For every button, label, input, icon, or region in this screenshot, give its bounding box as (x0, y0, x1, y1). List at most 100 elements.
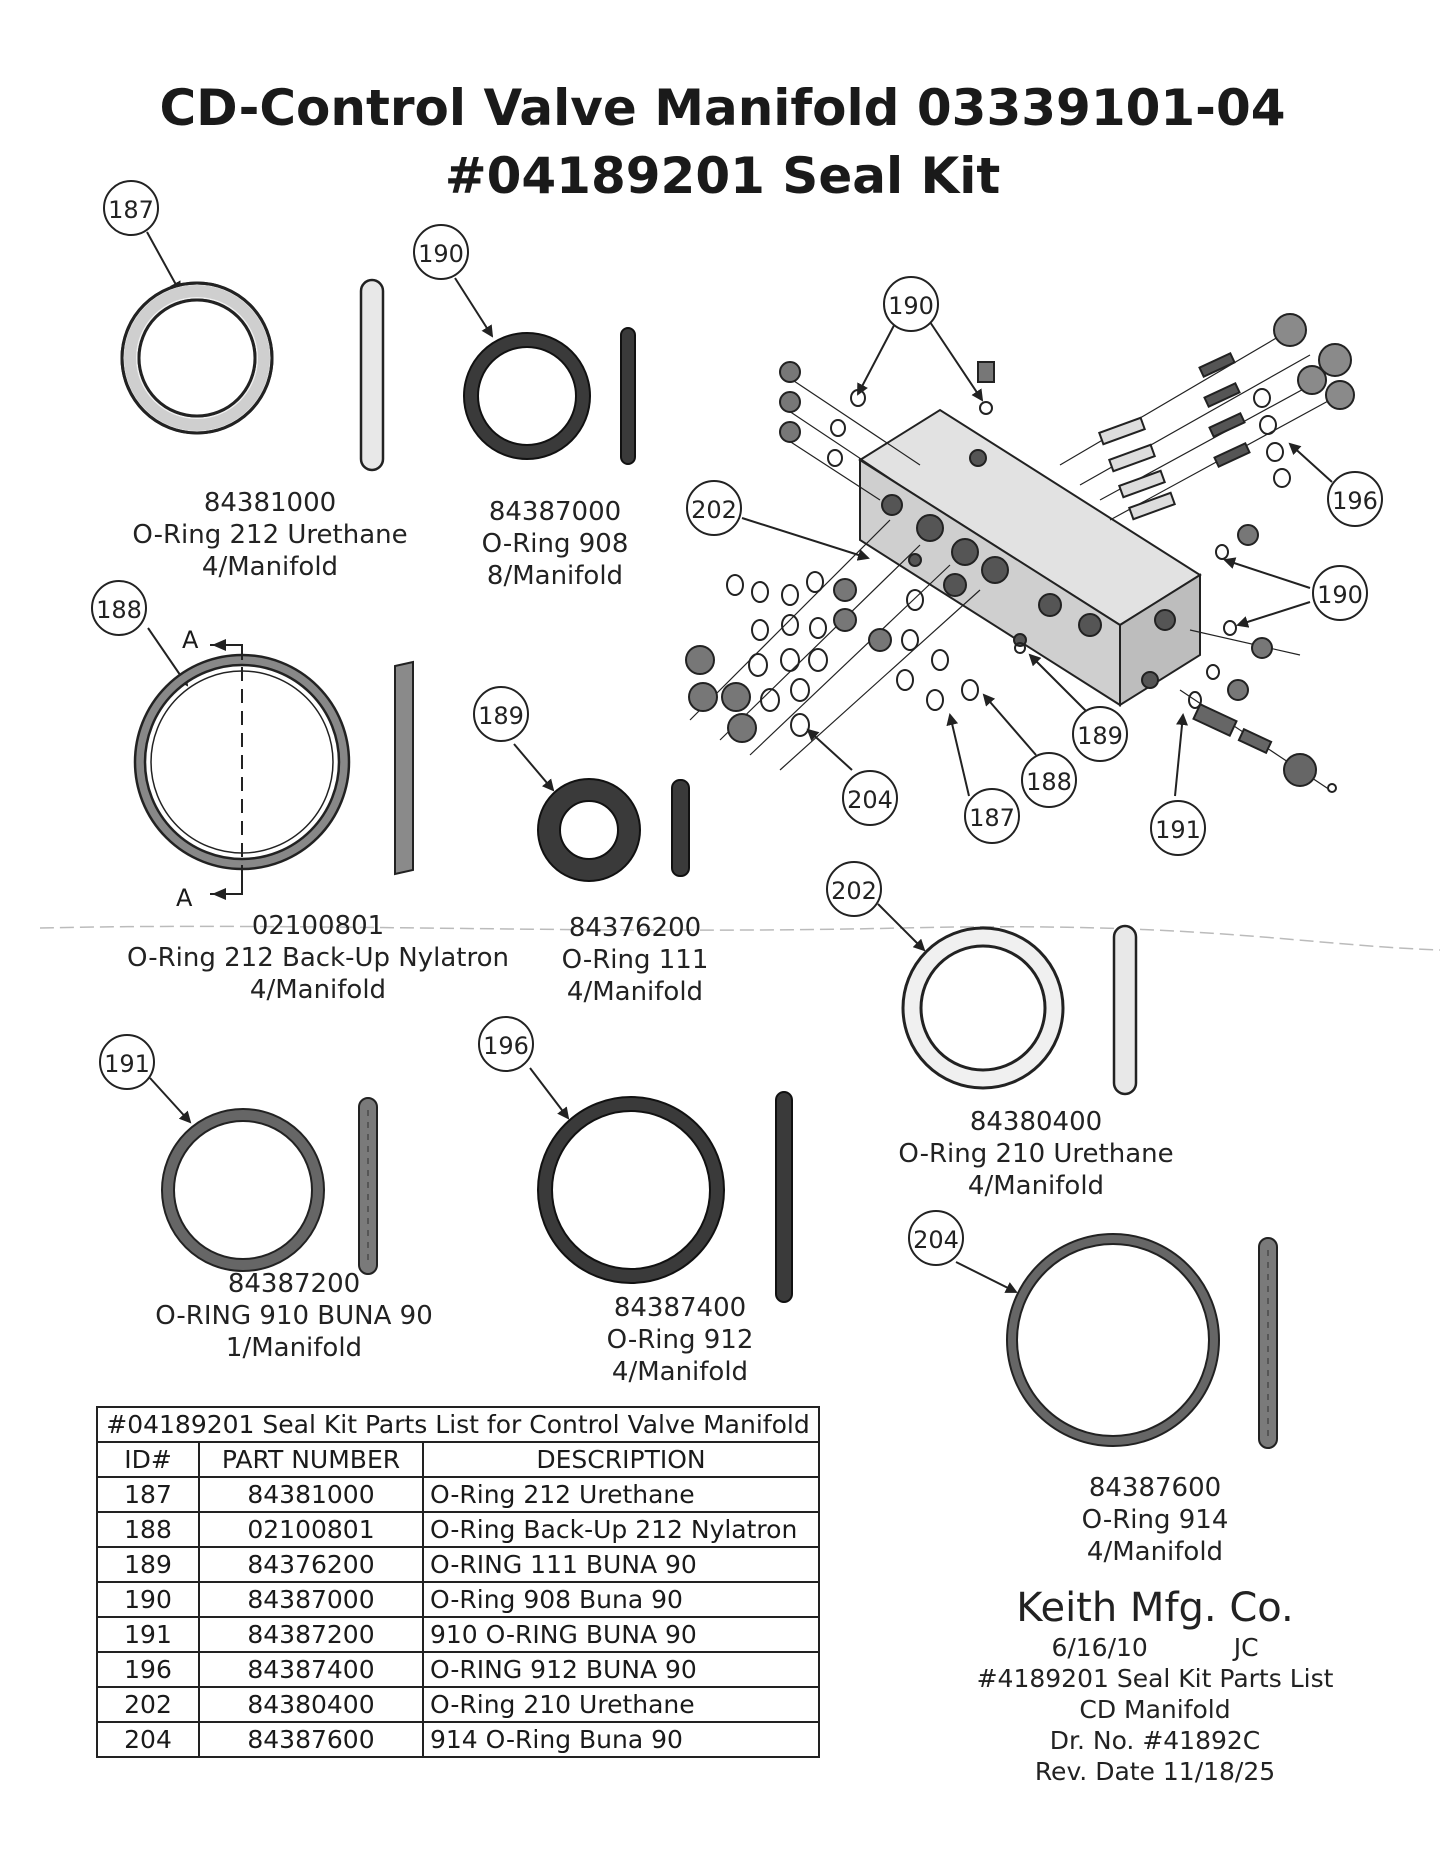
leader-189 (513, 743, 555, 792)
cell-id: 188 (96, 1511, 200, 1548)
part-name: O-Ring 111 (561, 945, 709, 975)
part-number: 84387400 (613, 1293, 747, 1323)
caption-189: 84376200 O-Ring 111 4/Manifold (425, 912, 845, 1008)
leader-196 (529, 1067, 570, 1120)
cell-id: 189 (96, 1546, 200, 1583)
cell-id: 190 (96, 1581, 200, 1618)
callout-204: 204 (908, 1210, 964, 1266)
callout-187: 187 (103, 180, 159, 236)
part-number: 84387200 (227, 1269, 361, 1299)
caption-187: 84381000 O-Ring 212 Urethane 4/Manifold (60, 487, 480, 583)
caption-196: 84387400 O-Ring 912 4/Manifold (470, 1292, 890, 1388)
callout-191: 191 (99, 1034, 155, 1090)
table-row: 188 02100801 O-Ring Back-Up 212 Nylatron (96, 1511, 820, 1548)
table-row: 189 84376200 O-RING 111 BUNA 90 (96, 1546, 820, 1583)
cell-part-number: 84380400 (198, 1686, 424, 1723)
part-qty: 4/Manifold (249, 975, 387, 1005)
cell-description: O-RING 111 BUNA 90 (422, 1546, 820, 1583)
callout-190-assembly-right: 190 (1312, 565, 1368, 621)
part-qty: 8/Manifold (486, 561, 624, 591)
part-name: O-RING 910 BUNA 90 (155, 1301, 433, 1331)
cell-part-number: 84376200 (198, 1546, 424, 1583)
callout-191-assembly: 191 (1150, 800, 1206, 856)
parts-list-table: #04189201 Seal Kit Parts List for Contro… (96, 1406, 820, 1758)
table-row: 191 84387200 910 O-RING BUNA 90 (96, 1616, 820, 1653)
callout-196: 196 (478, 1016, 534, 1072)
part-number: 84380400 (969, 1107, 1103, 1137)
drawing-date: 6/16/10 (1051, 1633, 1148, 1662)
cell-description: O-Ring Back-Up 212 Nylatron (422, 1511, 820, 1548)
cell-part-number: 84387600 (198, 1721, 424, 1758)
oring-202-drawing (901, 924, 1138, 1096)
cell-description: O-Ring 212 Urethane (422, 1476, 820, 1513)
caption-188: 02100801 O-Ring 212 Back-Up Nylatron 4/M… (108, 910, 528, 1006)
oring-204-drawing (1006, 1233, 1278, 1449)
cell-part-number: 84387000 (198, 1581, 424, 1618)
cell-part-number: 84381000 (198, 1476, 424, 1513)
cell-id: 202 (96, 1686, 200, 1723)
cell-id: 191 (96, 1616, 200, 1653)
page-title-line1: CD-Control Valve Manifold 03339101-04 (159, 79, 1286, 137)
part-qty: 1/Manifold (225, 1333, 363, 1363)
drafter-initials: JC (1233, 1633, 1259, 1662)
callout-202: 202 (826, 861, 882, 917)
caption-191: 84387200 O-RING 910 BUNA 90 1/Manifold (84, 1268, 504, 1364)
callout-188-assembly: 188 (1021, 752, 1077, 808)
cell-part-number: 84387200 (198, 1616, 424, 1653)
leader-190 (454, 277, 494, 338)
leader-204 (955, 1261, 1018, 1293)
part-qty: 4/Manifold (566, 977, 704, 1007)
oring-196-drawing (537, 1091, 793, 1303)
cell-description: O-RING 912 BUNA 90 (422, 1651, 820, 1688)
callout-190: 190 (413, 224, 469, 280)
date-line: 6/16/10 JC (945, 1632, 1365, 1663)
section-mark-bottom: A (176, 884, 193, 912)
cell-id: 204 (96, 1721, 200, 1758)
drawing-number: Dr. No. #41892C (1049, 1726, 1261, 1755)
part-name: O-Ring 212 Urethane (132, 520, 408, 550)
part-qty: 4/Manifold (967, 1171, 1105, 1201)
part-name: O-Ring 908 (481, 529, 629, 559)
callout-190-assembly-top: 190 (883, 276, 939, 332)
table-row: 190 84387000 O-Ring 908 Buna 90 (96, 1581, 820, 1618)
caption-190: 84387000 O-Ring 908 8/Manifold (345, 496, 765, 592)
oring-188-drawing (133, 639, 414, 900)
section-mark-top: A (182, 626, 199, 654)
table-row: 187 84381000 O-Ring 212 Urethane (96, 1476, 820, 1513)
oring-187-drawing (120, 278, 385, 472)
title-block: Keith Mfg. Co. 6/16/10 JC #4189201 Seal … (945, 1584, 1365, 1787)
cell-description: 914 O-Ring Buna 90 (422, 1721, 820, 1758)
part-name: O-Ring 912 (606, 1325, 754, 1355)
header-description: DESCRIPTION (422, 1441, 820, 1478)
oring-189-drawing (537, 778, 690, 882)
revision-date: Rev. Date 11/18/25 (1034, 1757, 1276, 1786)
caption-204: 84387600 O-Ring 914 4/Manifold (945, 1472, 1365, 1568)
callout-196-assembly: 196 (1327, 471, 1383, 527)
part-name: O-Ring 914 (1081, 1505, 1229, 1535)
callout-202-assembly: 202 (686, 480, 742, 536)
table-row: 202 84380400 O-Ring 210 Urethane (96, 1686, 820, 1723)
oring-191-drawing (161, 1097, 378, 1275)
part-number: 02100801 (251, 911, 385, 941)
cell-part-number: 02100801 (198, 1511, 424, 1548)
part-number: 84381000 (203, 488, 337, 518)
leader-187 (146, 231, 181, 294)
table-caption: #04189201 Seal Kit Parts List for Contro… (96, 1406, 820, 1443)
part-number: 84387600 (1088, 1473, 1222, 1503)
callout-204-assembly: 204 (842, 770, 898, 826)
page-title-line2: #04189201 Seal Kit (444, 147, 1001, 205)
cell-id: 187 (96, 1476, 200, 1513)
table-row: 196 84387400 O-RING 912 BUNA 90 (96, 1651, 820, 1688)
part-name: O-Ring 210 Urethane (898, 1139, 1174, 1169)
callout-189-assembly: 189 (1072, 706, 1128, 762)
fold-line (39, 925, 1441, 951)
caption-202: 84380400 O-Ring 210 Urethane 4/Manifold (826, 1106, 1246, 1202)
manifold-assembly-drawing (685, 313, 1355, 797)
part-number: 84376200 (568, 913, 702, 943)
cell-part-number: 84387400 (198, 1651, 424, 1688)
company-name: Keith Mfg. Co. (1016, 1585, 1294, 1631)
document-subject: CD Manifold (1079, 1695, 1231, 1724)
callout-189: 189 (473, 686, 529, 742)
cell-id: 196 (96, 1651, 200, 1688)
